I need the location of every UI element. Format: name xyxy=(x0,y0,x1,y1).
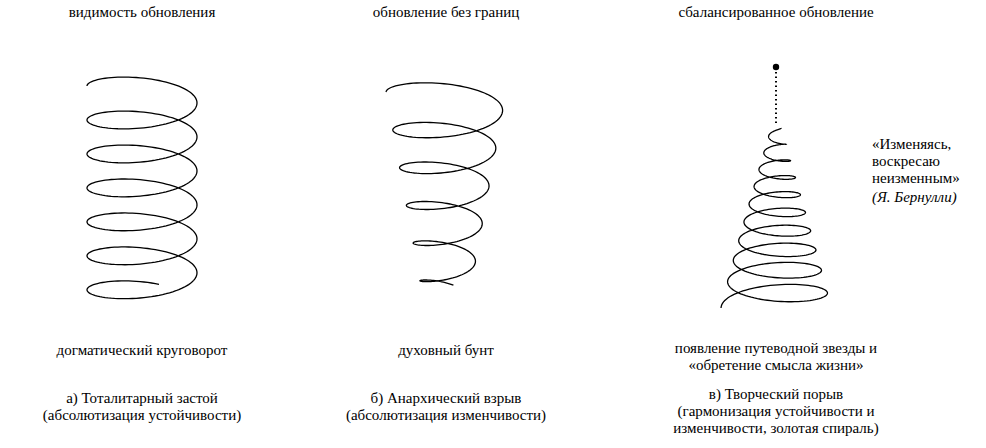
column-heading: сбалансированное обновление xyxy=(646,4,906,21)
column-subtitle: духовный бунт xyxy=(326,342,566,359)
quote: «Изменяясь, воскресаю неизменным» xyxy=(872,136,980,187)
column-subtitle: догматический круговорот xyxy=(22,342,262,359)
column-subtitle: появление путеводной звезды и «обретение… xyxy=(661,340,891,374)
guiding-star-dot xyxy=(773,64,779,70)
golden-spiral xyxy=(721,128,827,308)
panel-caption: в) Творческий порыв (гармонизация устойч… xyxy=(662,386,890,437)
anarchic-coil xyxy=(386,83,503,285)
quote-author: (Я. Бернулли) xyxy=(872,189,980,206)
dogmatic-coil xyxy=(87,77,197,299)
panel-caption: а) Тоталитарный застой (абсолютизация ус… xyxy=(29,390,255,424)
column-heading: обновление без границ xyxy=(326,4,566,21)
dotted-path xyxy=(775,72,777,124)
panel-caption: б) Анархический взрыв (абсолютизация изм… xyxy=(333,390,559,424)
column-heading: видимость обновления xyxy=(22,4,262,21)
